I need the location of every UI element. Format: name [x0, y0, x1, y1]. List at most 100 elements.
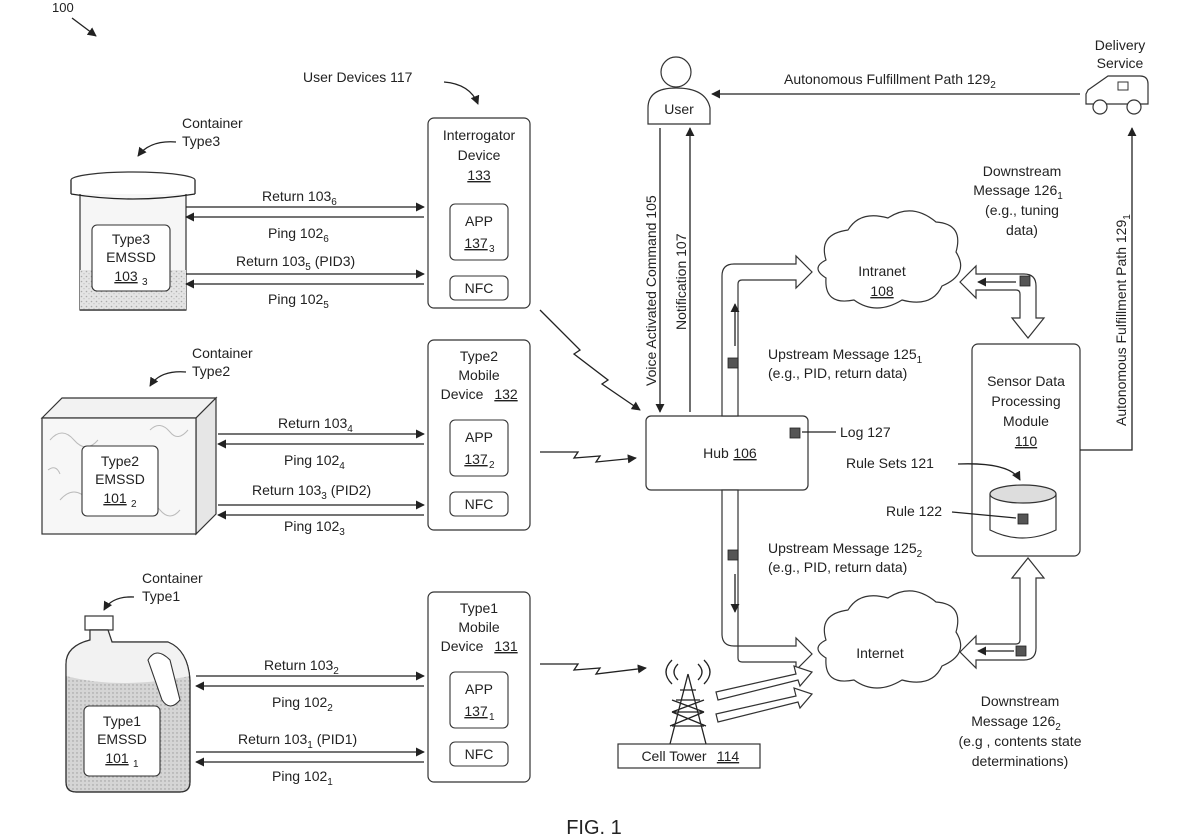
svg-text:Mobile: Mobile [458, 619, 499, 635]
delivery-van-icon [1086, 76, 1148, 114]
svg-text:100: 100 [52, 0, 74, 15]
svg-text:114: 114 [717, 748, 740, 764]
app-box-137-1: APP 137 1 [450, 672, 508, 728]
svg-text:132: 132 [494, 386, 518, 402]
type2-links: Return 1034 Ping 1024 Return 1033 (PID2)… [218, 415, 424, 538]
wireless-links [540, 310, 646, 674]
svg-text:Intranet: Intranet [858, 263, 906, 279]
svg-text:Type2: Type2 [192, 363, 230, 379]
svg-text:Type1: Type1 [142, 588, 180, 604]
type2-mobile-device: Type2 Mobile Device 132 APP 137 2 NFC [428, 340, 530, 530]
svg-text:Rule 122: Rule 122 [886, 503, 942, 519]
svg-text:Autonomous Fulfillment Path 12: Autonomous Fulfillment Path 1292 [784, 71, 996, 91]
internet-cloud: Internet [818, 591, 961, 688]
emssd-type2: Type2 EMSSD 101 2 [82, 446, 158, 516]
svg-text:Ping 1023: Ping 1023 [284, 518, 345, 538]
svg-text:Device: Device [458, 147, 501, 163]
svg-text:NFC: NFC [465, 280, 494, 296]
nfc-box-type2: NFC [450, 492, 508, 516]
upstream-message-2-detail: (e.g., PID, return data) [768, 559, 907, 575]
upstream-message-1-detail: (e.g., PID, return data) [768, 365, 907, 381]
delivery-service: Delivery Service [1086, 37, 1148, 114]
hub: Hub 106 Log 127 [646, 416, 891, 490]
svg-text:Module: Module [1003, 413, 1049, 429]
svg-text:Container: Container [192, 345, 253, 361]
svg-text:Ping 1026: Ping 1026 [268, 225, 329, 245]
type3-links: Return 1036 Ping 1026 Return 1035 (PID3)… [186, 188, 424, 311]
svg-text:Device: Device [441, 638, 484, 654]
svg-text:2: 2 [489, 460, 495, 471]
emssd-type3: Type3 EMSSD 103 3 [92, 225, 170, 291]
intranet-cloud: Intranet 108 [818, 211, 961, 308]
svg-text:Type2: Type2 [460, 348, 498, 364]
svg-text:110: 110 [1015, 433, 1038, 449]
svg-text:Type1: Type1 [460, 600, 498, 616]
svg-text:Delivery: Delivery [1095, 37, 1146, 53]
svg-text:Ping 1025: Ping 1025 [268, 291, 329, 311]
nfc-box-interrogator: NFC [450, 276, 508, 300]
svg-text:108: 108 [870, 283, 894, 299]
svg-text:Rule Sets 121: Rule Sets 121 [846, 455, 934, 471]
svg-text:Return 1035 (PID3): Return 1035 (PID3) [236, 253, 355, 273]
user-devices-label: User Devices 117 [303, 69, 478, 104]
cell-tower: Cell Tower 114 [618, 660, 812, 768]
svg-text:Log 127: Log 127 [840, 424, 891, 440]
svg-text:APP: APP [465, 213, 493, 229]
svg-text:Container: Container [142, 570, 203, 586]
svg-text:137: 137 [464, 235, 488, 251]
svg-text:Notification 107: Notification 107 [673, 233, 689, 330]
svg-text:Downstream: Downstream [983, 163, 1062, 179]
svg-text:Interrogator: Interrogator [443, 127, 516, 143]
svg-text:EMSSD: EMSSD [97, 731, 147, 747]
voice-notification-arrows: Voice Activated Command 105 Notification… [643, 128, 690, 412]
svg-text:NFC: NFC [465, 746, 494, 762]
emssd-type1: Type1 EMSSD 101 1 [84, 706, 160, 776]
svg-text:Return 1034: Return 1034 [278, 415, 353, 435]
log-marker [790, 428, 800, 438]
svg-text:Return 1036: Return 1036 [262, 188, 337, 208]
upstream-message-2: Upstream Message 1252 [768, 540, 923, 560]
svg-text:131: 131 [494, 638, 518, 654]
svg-text:Mobile: Mobile [458, 367, 499, 383]
autonomous-fulfillment-path-1: Autonomous Fulfillment Path 1291 [1080, 128, 1133, 450]
svg-text:Type3: Type3 [112, 231, 150, 247]
svg-text:1: 1 [489, 712, 495, 723]
svg-text:103: 103 [114, 268, 138, 284]
svg-text:Type1: Type1 [103, 713, 141, 729]
svg-text:Processing: Processing [991, 393, 1060, 409]
svg-text:(e.g , contents state: (e.g , contents state [959, 733, 1082, 749]
svg-text:EMSSD: EMSSD [106, 249, 156, 265]
type1-links: Return 1032 Ping 1022 Return 1031 (PID1)… [196, 657, 424, 788]
svg-text:User: User [664, 101, 694, 117]
svg-text:determinations): determinations) [972, 753, 1069, 769]
svg-text:101: 101 [103, 490, 127, 506]
svg-text:User Devices 117: User Devices 117 [303, 69, 413, 85]
app-box-137-3: APP 137 3 [450, 204, 508, 260]
svg-text:2: 2 [131, 499, 137, 510]
svg-text:Voice Activated Command 105: Voice Activated Command 105 [643, 195, 659, 386]
nfc-box-type1: NFC [450, 742, 508, 766]
upstream-message-1: Upstream Message 1251 [768, 346, 923, 366]
figure-reference: 100 [52, 0, 96, 36]
svg-text:EMSSD: EMSSD [95, 471, 145, 487]
rule-sets-database [990, 485, 1056, 538]
svg-text:1: 1 [133, 759, 139, 770]
svg-text:Sensor Data: Sensor Data [987, 373, 1065, 389]
svg-text:APP: APP [465, 429, 493, 445]
downstream-message-2: Downstream Message 1262 (e.g , contents … [959, 693, 1082, 769]
svg-text:Cell Tower: Cell Tower [641, 748, 706, 764]
svg-text:3: 3 [489, 244, 495, 255]
svg-text:Message 1261: Message 1261 [973, 182, 1063, 202]
svg-text:APP: APP [465, 681, 493, 697]
user-figure: User [648, 57, 710, 124]
svg-text:Type3: Type3 [182, 133, 220, 149]
downstream-message-1: Downstream Message 1261 (e.g., tuning da… [973, 163, 1063, 238]
svg-text:Internet: Internet [856, 645, 904, 661]
figure-caption: FIG. 1 [566, 817, 622, 834]
interrogator-device: Interrogator Device 133 APP 137 3 NFC [428, 118, 530, 308]
svg-text:Ping 1021: Ping 1021 [272, 768, 333, 788]
container-type1: Container Type1 Type1 EMSSD 101 1 [66, 570, 203, 792]
svg-text:Message 1262: Message 1262 [971, 713, 1061, 733]
svg-text:Return 1033 (PID2): Return 1033 (PID2) [252, 482, 371, 502]
